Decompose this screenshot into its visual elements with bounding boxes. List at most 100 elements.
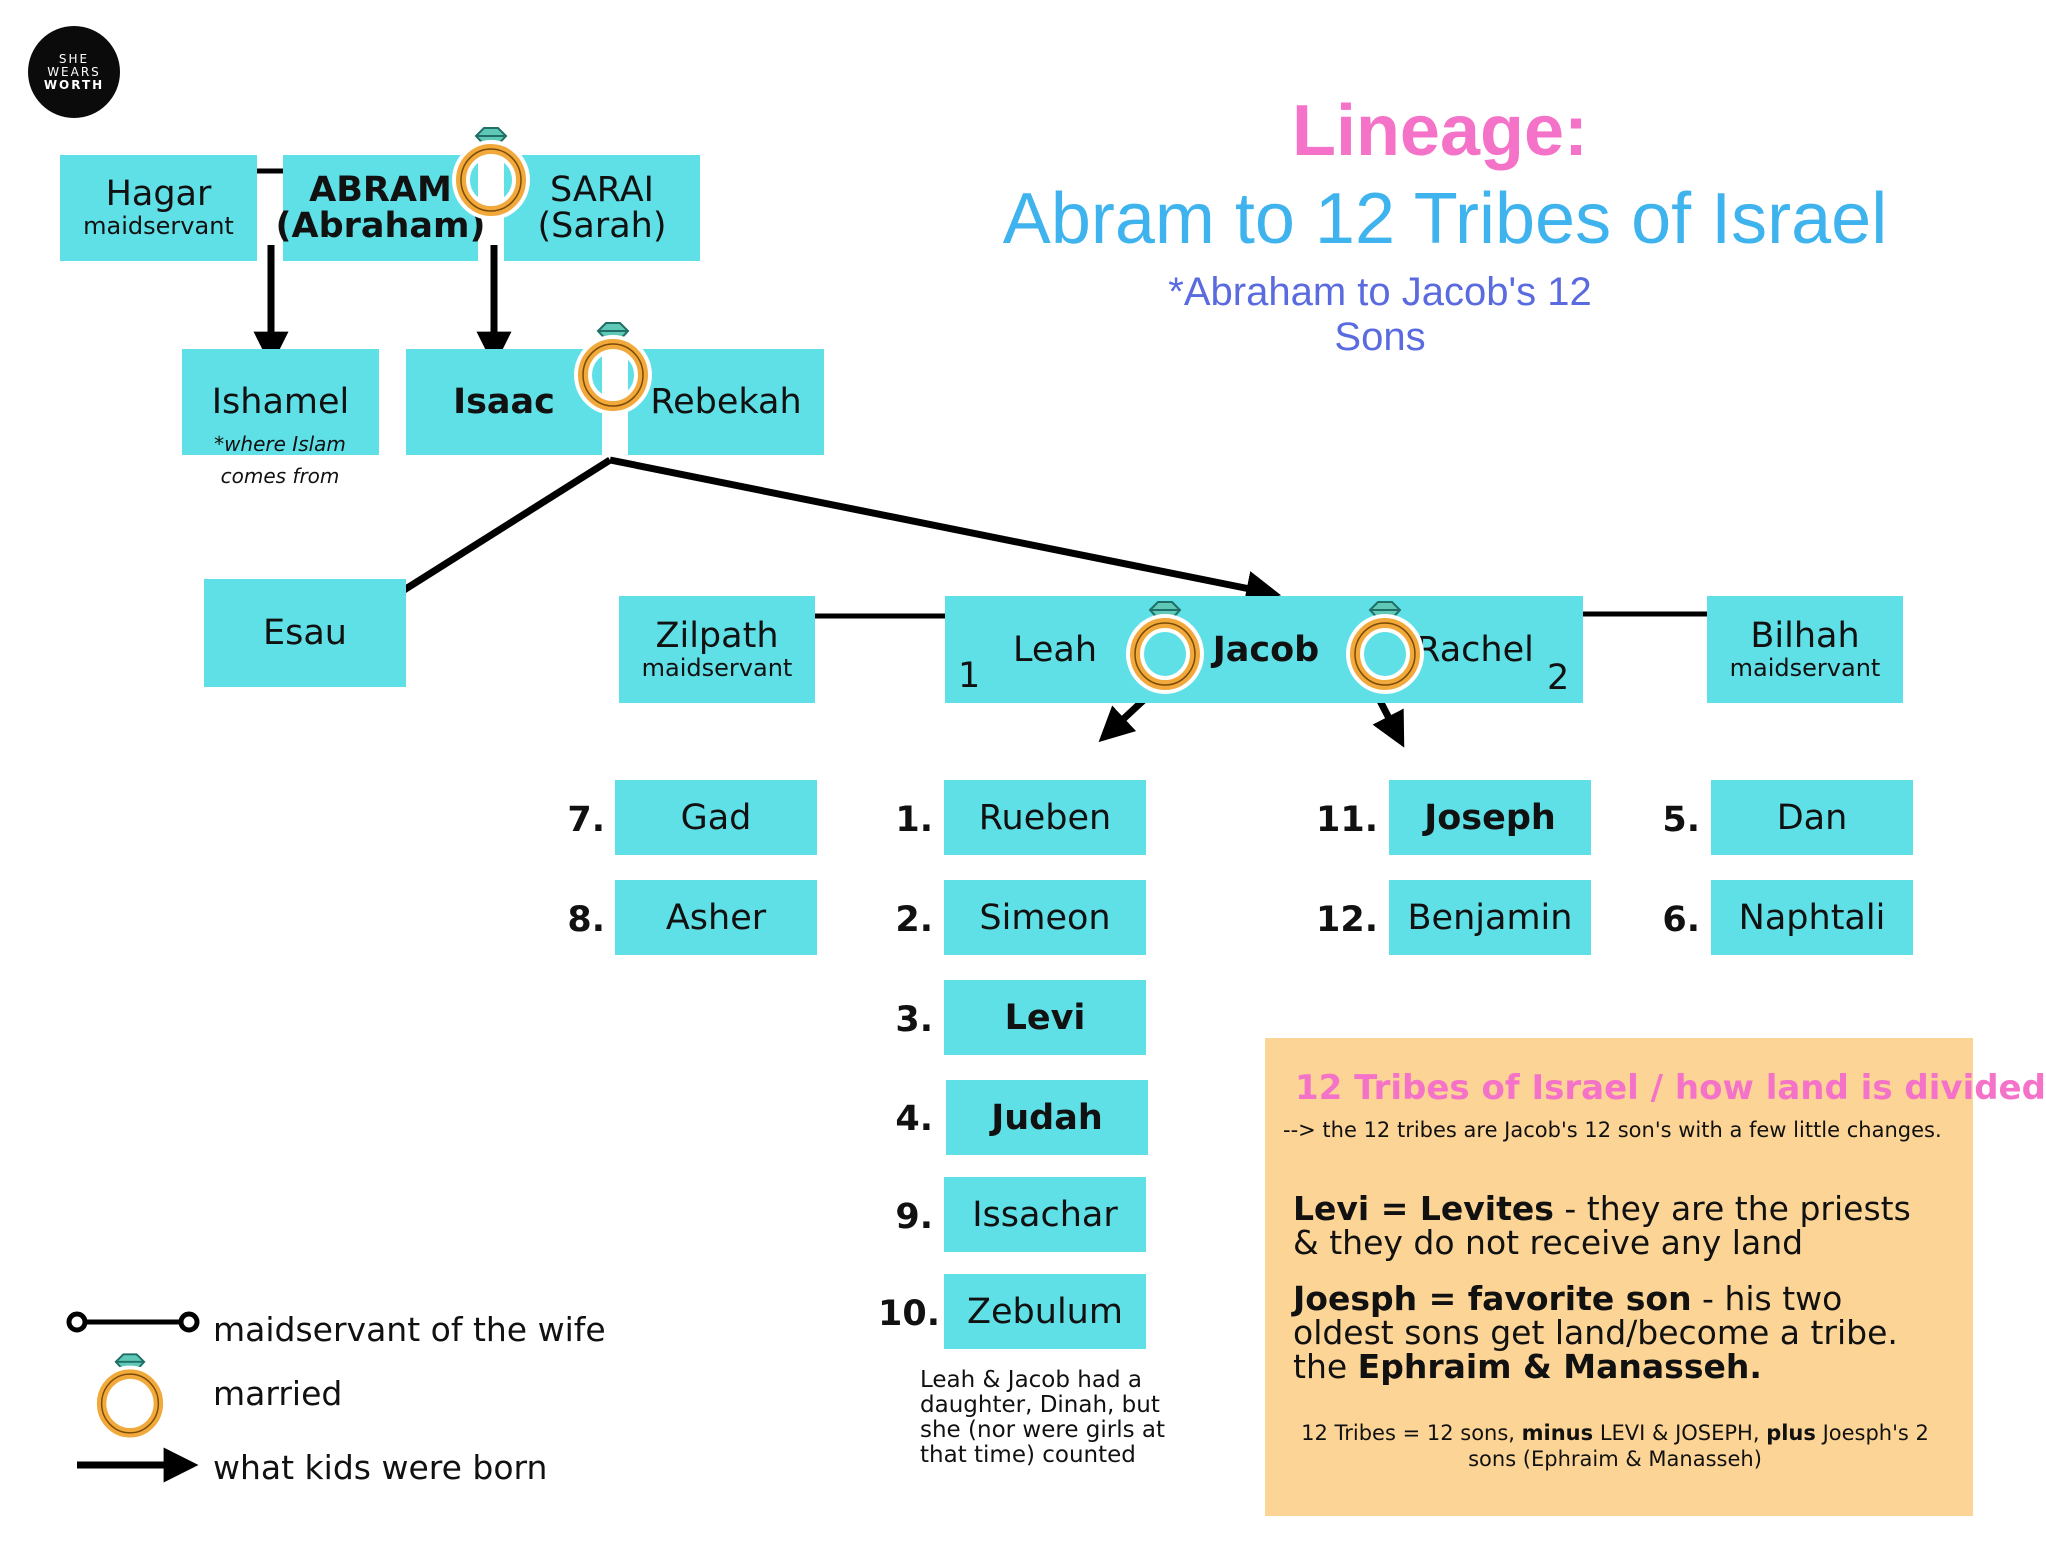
person-rebekah: Rebekah (628, 349, 824, 455)
dinah-note: Leah & Jacob had a daughter, Dinah, but … (920, 1367, 1166, 1468)
son-number: 5. (1662, 800, 1700, 840)
wedding-ring-icon (1126, 601, 1204, 694)
page-note: *Abraham to Jacob's 12 Sons (1168, 270, 1592, 359)
son-number: 3. (895, 1000, 933, 1040)
rebekah-name: Rebekah (650, 382, 802, 422)
person-esau: Esau (204, 579, 406, 687)
ishmael-note: *where Islam comes from (180, 428, 380, 492)
leah-name: Leah (1012, 629, 1098, 670)
son-number: 2. (895, 900, 933, 940)
son-name: Benjamin (1407, 897, 1573, 938)
rachel-wife-order: 2 (1547, 658, 1570, 698)
info-levi-heading: Levi = Levites (1293, 1189, 1554, 1228)
person-ishmael: Ishamel (182, 349, 379, 455)
logo-line-1: SHE (58, 51, 90, 66)
son-number: 7. (567, 800, 605, 840)
info-foot-plus: plus (1766, 1421, 1816, 1445)
bilhah-role: maidservant (1729, 653, 1881, 682)
ishmael-note-line-1: *where Islam (214, 432, 346, 456)
zilpath-name: Zilpath (655, 615, 779, 656)
son-name: Naphtali (1738, 897, 1886, 938)
son-number: 10. (877, 1294, 940, 1334)
info-subtitle: --> the 12 tribes are Jacob's 12 son's w… (1283, 1118, 1942, 1142)
son-asher: Asher (615, 880, 817, 955)
logo-line-2: WEARS (47, 64, 101, 79)
ishmael-name: Ishamel (211, 382, 350, 422)
person-zilpath: Zilpath maidservant (619, 596, 815, 703)
info-foot-part-b: LEVI & JOSEPH, (1593, 1421, 1767, 1445)
esau-name: Esau (263, 613, 347, 653)
abram-alt-name: (Abraham) (275, 206, 486, 246)
page-subtitle: Abram to 12 Tribes of Israel (1002, 179, 1888, 259)
person-bilhah: Bilhah maidservant (1707, 596, 1903, 703)
son-rueben: Rueben (944, 780, 1146, 855)
son-name: Joseph (1424, 797, 1556, 838)
person-abram: ABRAM (Abraham) (275, 155, 486, 261)
son-benjamin: Benjamin (1389, 880, 1591, 955)
son-issachar: Issachar (944, 1177, 1146, 1252)
info-joseph-paragraph: Joesph = favorite son - his two oldest s… (1293, 1282, 1943, 1384)
person-hagar: Hagar maidservant (60, 155, 257, 261)
son-name: Dan (1776, 797, 1848, 838)
page-title: Lineage: (1291, 91, 1589, 171)
wedding-ring-icon (452, 127, 530, 220)
jacob-name: Jacob (1212, 629, 1320, 670)
bilhah-name: Bilhah (1750, 615, 1860, 656)
son-name: Simeon (979, 897, 1111, 938)
son-name: Asher (665, 897, 767, 938)
hagar-role: maidservant (83, 212, 234, 240)
legend-married-label: married (213, 1374, 343, 1413)
son-number: 9. (895, 1197, 933, 1237)
son-joseph: Joseph (1389, 780, 1591, 855)
legend-born-label: what kids were born (213, 1448, 548, 1487)
logo: SHE WEARS WORTH (28, 26, 120, 118)
son-number: 4. (895, 1099, 933, 1139)
son-number: 1. (895, 800, 933, 840)
info-title: 12 Tribes of Israel / how land is divide… (1295, 1068, 2046, 1108)
person-sarai: SARAI (Sarah) (504, 155, 700, 261)
info-levi-paragraph: Levi = Levites - they are the priests & … (1293, 1192, 1943, 1260)
son-name: Levi (1004, 997, 1086, 1038)
son-number: 12. (1315, 900, 1378, 940)
tribes-info-panel (1265, 1038, 1973, 1516)
son-gad: Gad (615, 780, 817, 855)
son-judah: Judah (946, 1080, 1148, 1155)
info-joseph-sons: Ephraim & Manasseh. (1357, 1347, 1762, 1386)
son-number: 11. (1315, 800, 1378, 840)
wedding-ring-icon (1346, 601, 1424, 694)
person-isaac: Isaac (406, 349, 602, 455)
legend-ring-icon (93, 1353, 167, 1442)
son-name: Rueben (978, 797, 1112, 838)
son-naphtali: Naphtali (1711, 880, 1913, 955)
sarai-alt-name: (Sarah) (537, 206, 667, 246)
ishmael-note-line-2: comes from (220, 464, 340, 488)
info-footnote: 12 Tribes = 12 sons, minus LEVI & JOSEPH… (1290, 1420, 1940, 1472)
logo-line-3: WORTH (43, 77, 105, 92)
leah-wife-order: 1 (958, 656, 981, 696)
legend-maidservant-label: maidservant of the wife (213, 1310, 606, 1349)
rachel-name: Rachel (1416, 629, 1534, 670)
son-number: 6. (1662, 900, 1700, 940)
info-foot-minus: minus (1521, 1421, 1594, 1445)
arrow-isaac-to-jacob (609, 456, 1282, 606)
isaac-name: Isaac (453, 382, 555, 422)
son-dan: Dan (1711, 780, 1913, 855)
wedding-ring-icon (574, 322, 652, 415)
info-joseph-text: - his two oldest sons get land/become a … (1293, 1279, 1898, 1386)
zilpath-role: maidservant (641, 653, 793, 682)
person-jacob: Jacob (1165, 596, 1367, 703)
legend-maidservant-connector-icon (66, 1311, 200, 1333)
info-foot-part-a: 12 Tribes = 12 sons, (1301, 1421, 1522, 1445)
son-levi: Levi (944, 980, 1146, 1055)
info-levi-text: - they are the priests & they do not rec… (1293, 1189, 1911, 1262)
info-foot-part-c: Joesph's 2 sons (Ephraim & Manasseh) (1468, 1421, 1929, 1471)
son-number: 8. (567, 900, 605, 940)
son-name: Gad (680, 797, 752, 838)
son-zebulum: Zebulum (944, 1274, 1146, 1349)
sarai-name: SARAI (550, 170, 654, 210)
son-simeon: Simeon (944, 880, 1146, 955)
son-name: Zebulum (967, 1291, 1123, 1332)
info-joseph-heading: Joesph = favorite son (1293, 1279, 1692, 1318)
son-name: Judah (991, 1097, 1103, 1138)
abram-name: ABRAM (309, 170, 452, 210)
